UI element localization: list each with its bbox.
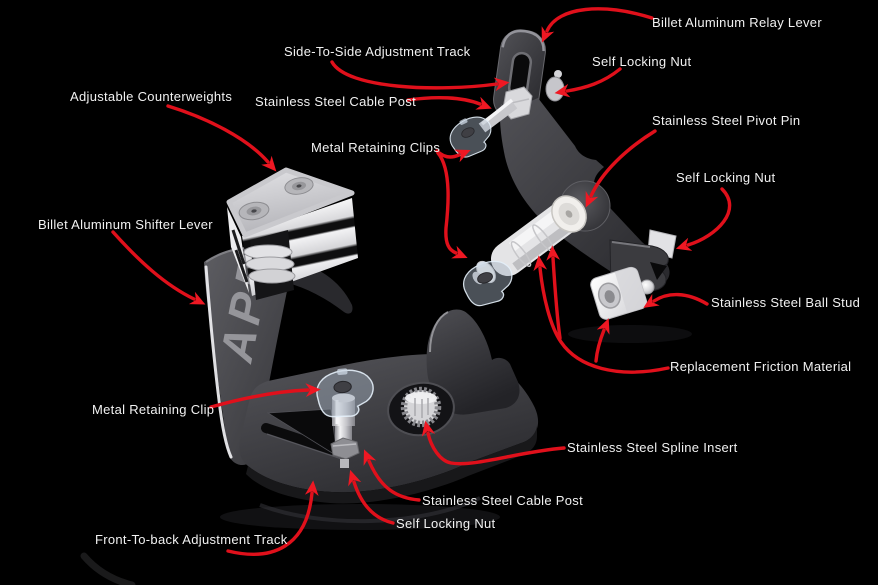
arrow-stainless-steel-ball-stud [643, 292, 709, 308]
arrow-replacement-friction-material-b [546, 245, 562, 340]
label-side-to-side-adjustment-track: Side-To-Side Adjustment Track [284, 44, 471, 59]
arrow-replacement-friction-material-a [533, 255, 670, 374]
label-front-to-back-adjustment-track: Front-To-back Adjustment Track [95, 532, 288, 547]
arrow-self-locking-nut-upper [554, 67, 622, 98]
label-billet-aluminum-relay-lever: Billet Aluminum Relay Lever [652, 15, 822, 30]
arrow-metal-retaining-clips-b [436, 151, 468, 259]
counterweight-stack [226, 167, 358, 300]
friction-material-block [590, 266, 648, 320]
label-stainless-steel-cable-post-lower: Stainless Steel Cable Post [422, 493, 583, 508]
self-locking-nut-lower-part [330, 437, 360, 460]
base-plate-rear-fin [426, 309, 520, 415]
arrow-side-to-side-adjustment-track [330, 60, 510, 92]
label-stainless-steel-pivot-pin: Stainless Steel Pivot Pin [652, 113, 801, 128]
plate-triangle-cutout [266, 408, 338, 457]
arrow-front-to-back-adjustment-track [226, 480, 319, 556]
counterweight-screw [238, 201, 270, 221]
arrow-stainless-steel-cable-post-lower [363, 449, 421, 502]
spline-insert [387, 381, 455, 437]
label-stainless-steel-spline-insert: Stainless Steel Spline Insert [567, 440, 738, 455]
label-self-locking-nut-right: Self Locking Nut [676, 170, 776, 185]
arrow-replacement-friction-material-c [594, 318, 610, 363]
arrow-adjustable-counterweights [166, 104, 277, 172]
label-stainless-steel-cable-post-upper: Stainless Steel Cable Post [255, 94, 416, 109]
label-metal-retaining-clips: Metal Retaining Clips [311, 140, 441, 155]
arrow-billet-aluminum-shifter-lever [111, 230, 206, 305]
label-billet-aluminum-shifter-lever: Billet Aluminum Shifter Lever [38, 217, 213, 232]
label-stainless-steel-ball-stud: Stainless Steel Ball Stud [711, 295, 861, 310]
label-self-locking-nut-upper: Self Locking Nut [592, 54, 692, 69]
arrow-stainless-steel-cable-post-upper [406, 96, 492, 110]
label-metal-retaining-clip: Metal Retaining Clip [92, 402, 215, 417]
bracket-claw-notch [650, 262, 667, 280]
base-plate-edge [246, 426, 537, 504]
shifter-base-plate [239, 309, 539, 504]
callout-arrows [111, 7, 732, 556]
arrow-billet-aluminum-relay-lever [541, 7, 654, 43]
shifter-lever-blade [204, 247, 292, 466]
arrow-self-locking-nut-right [675, 187, 732, 251]
lever-edge-highlight [204, 265, 233, 459]
arrow-metal-retaining-clip [209, 383, 321, 409]
label-self-locking-nut-lower: Self Locking Nut [396, 516, 496, 531]
label-replacement-friction-material: Replacement Friction Material [670, 359, 852, 374]
shifter-lever-assembly: APR [204, 167, 539, 504]
label-adjustable-counterweights: Adjustable Counterweights [70, 89, 233, 104]
counterweight-screw [284, 177, 314, 195]
self-locking-nut-upper-part [545, 70, 565, 102]
arrow-stainless-steel-pivot-pin [585, 129, 657, 208]
arrow-self-locking-nut-lower [348, 469, 395, 525]
arrow-stainless-steel-spline-insert [421, 420, 566, 466]
relay-lever-assembly [443, 29, 677, 320]
